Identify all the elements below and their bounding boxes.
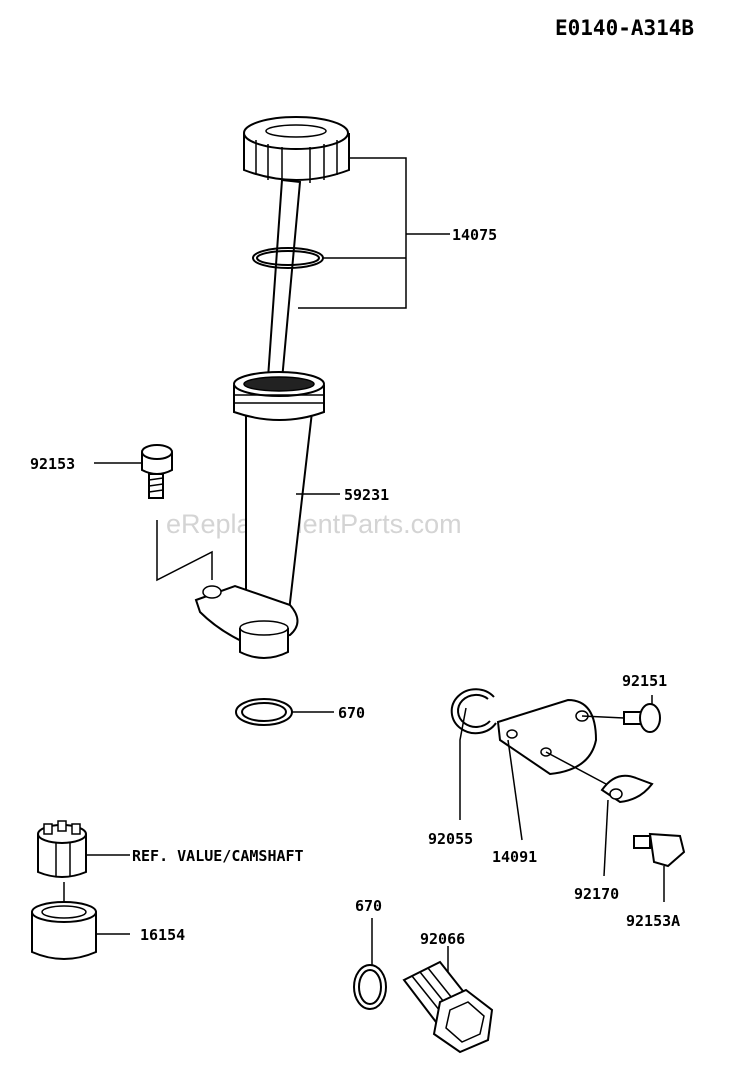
- bolt-92153a[interactable]: [633, 832, 686, 868]
- diagram-code: E0140-A314B: [555, 16, 694, 40]
- filler-tube-part[interactable]: [194, 371, 325, 659]
- label-92170: 92170: [574, 885, 619, 903]
- flange-bolt-92153[interactable]: [141, 444, 173, 499]
- label-16154: 16154: [140, 926, 185, 944]
- label-92153: 92153: [30, 455, 75, 473]
- o-ring-670-upper[interactable]: [235, 698, 293, 726]
- label-670-upper: 670: [338, 704, 365, 722]
- label-14075: 14075: [452, 226, 497, 244]
- leader-92055: [459, 707, 467, 820]
- drain-plug-92066[interactable]: [402, 960, 494, 1054]
- snap-ring-92055[interactable]: [450, 688, 497, 735]
- bracket-14091[interactable]: [496, 698, 598, 776]
- label-670-lower: 670: [355, 897, 382, 915]
- label-14091: 14091: [492, 848, 537, 866]
- bolt-92151[interactable]: [623, 703, 661, 733]
- camshaft-gear-ref[interactable]: [37, 820, 87, 878]
- clamp-92170[interactable]: [600, 774, 654, 804]
- label-ref-value-camshaft: REF. VALUE/CAMSHAFT: [132, 847, 304, 865]
- label-92066: 92066: [420, 930, 465, 948]
- label-92153a: 92153A: [626, 912, 680, 930]
- bolt-92153-leader: [156, 520, 213, 582]
- o-ring-670-lower[interactable]: [353, 964, 387, 1010]
- watermark: eReplacementParts.com: [166, 509, 462, 539]
- label-92055: 92055: [428, 830, 473, 848]
- label-59231: 59231: [344, 486, 389, 504]
- label-92151: 92151: [622, 672, 667, 690]
- sleeve-16154[interactable]: [31, 901, 97, 960]
- leader-14075: [298, 157, 407, 309]
- dipstick-cap-part[interactable]: [243, 116, 350, 382]
